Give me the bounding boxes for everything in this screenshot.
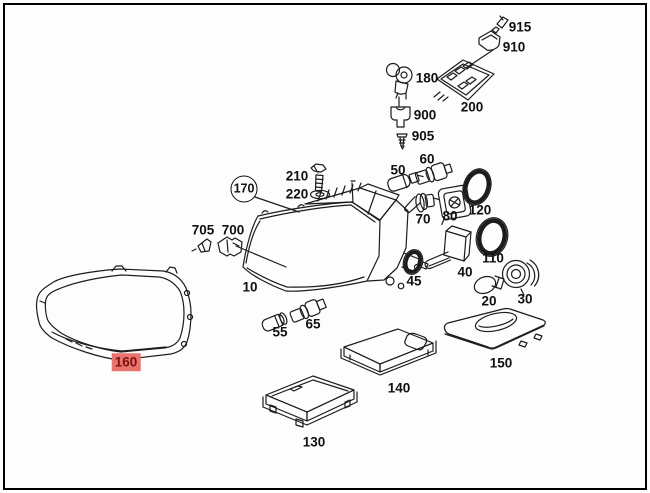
part-70-bulb-drawing — [404, 192, 440, 214]
part-label-140[interactable]: 140 — [387, 380, 411, 396]
part-label-130[interactable]: 130 — [302, 434, 326, 450]
part-label-180[interactable]: 180 — [415, 70, 439, 86]
part-120-o-ring-drawing — [462, 168, 492, 206]
part-160-trim-frame-drawing — [36, 265, 194, 361]
part-65-socket-drawing — [289, 298, 327, 323]
part-label-45[interactable]: 45 — [406, 273, 422, 289]
part-130-control-unit-drawing — [262, 375, 358, 428]
part-label-55[interactable]: 55 — [272, 324, 288, 340]
part-60-socket-drawing — [414, 162, 453, 185]
part-label-220[interactable]: 220 — [285, 186, 309, 202]
part-label-905[interactable]: 905 — [411, 128, 435, 144]
part-20-bulb-drawing — [473, 275, 505, 295]
part-700-adjuster-drawing — [217, 236, 243, 257]
part-910-connector-drawing — [478, 26, 501, 51]
part-label-110[interactable]: 110 — [482, 250, 504, 266]
part-label-30[interactable]: 30 — [517, 291, 533, 307]
leader-700 — [235, 245, 287, 268]
part-705-clip-drawing — [191, 238, 212, 253]
part-180-sensor-drawing — [385, 62, 413, 100]
part-55-bulb-drawing — [261, 312, 288, 332]
part-50-bulb-drawing — [387, 172, 424, 192]
leader-170 — [254, 196, 300, 213]
part-label-70[interactable]: 70 — [415, 211, 431, 227]
part-220-washer-drawing — [309, 189, 331, 200]
part-140-ballast-unit-drawing — [340, 328, 437, 376]
part-label-200[interactable]: 200 — [460, 99, 484, 115]
part-40-xenon-bulb-drawing — [420, 225, 472, 270]
part-110-o-ring-drawing — [475, 217, 509, 257]
part-label-120[interactable]: 120 — [468, 202, 492, 218]
part-label-160[interactable]: 160 — [111, 353, 141, 371]
part-label-210[interactable]: 210 — [285, 168, 309, 184]
part-150-cover-drawing — [443, 307, 546, 350]
part-30-cap-drawing — [501, 259, 540, 296]
part-45-grommet-drawing — [402, 249, 424, 275]
part-label-40[interactable]: 40 — [457, 264, 473, 280]
part-label-10[interactable]: 10 — [242, 279, 258, 295]
part-900-bracket-drawing — [390, 106, 411, 128]
part-label-910[interactable]: 910 — [502, 39, 526, 55]
part-label-700[interactable]: 700 — [221, 222, 245, 238]
part-label-705[interactable]: 705 — [191, 222, 215, 238]
part-label-65[interactable]: 65 — [305, 316, 321, 332]
part-label-80[interactable]: 80 — [442, 208, 458, 224]
part-label-915[interactable]: 915 — [508, 19, 532, 35]
part-200-module-drawing — [433, 59, 495, 102]
leader-910-200 — [465, 49, 494, 69]
part-label-150[interactable]: 150 — [489, 355, 513, 371]
part-905-screw-drawing — [396, 133, 408, 150]
part-label-20[interactable]: 20 — [481, 293, 497, 309]
part-210-bolt-drawing — [310, 163, 327, 193]
part-label-900[interactable]: 900 — [413, 107, 437, 123]
part-915-clip-drawing — [496, 15, 509, 29]
part-label-60[interactable]: 60 — [419, 151, 435, 167]
part-label-50[interactable]: 50 — [390, 162, 406, 178]
part-label-170[interactable]: 170 — [230, 175, 258, 203]
